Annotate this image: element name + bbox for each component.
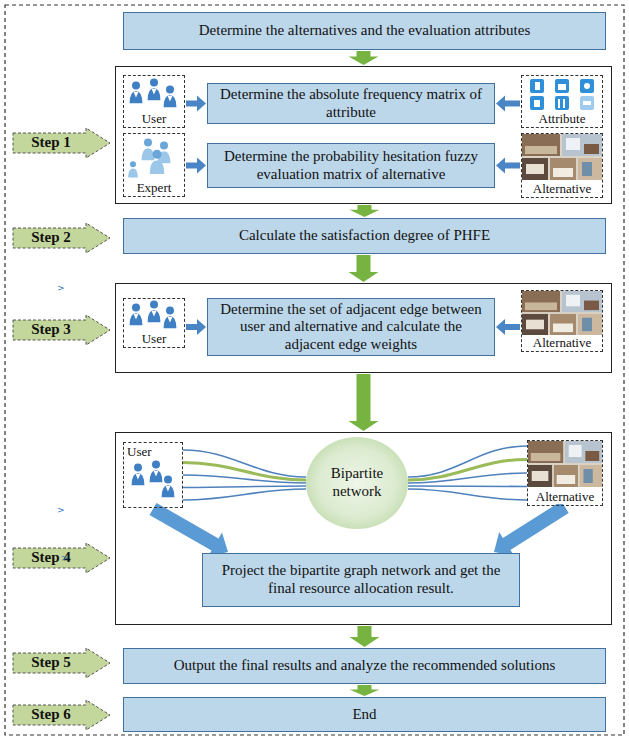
network-link xyxy=(183,463,306,481)
user-box: User xyxy=(123,298,185,348)
node-text: Alternative xyxy=(531,335,593,350)
node-text: Output the final results and analyze the… xyxy=(174,657,556,675)
node-text: Determine the probability hesitation fuz… xyxy=(216,148,486,183)
step-label: Step 6 xyxy=(12,699,112,731)
node-text: Alternative xyxy=(531,181,593,196)
alternative-box: Alternative xyxy=(521,133,603,198)
flow-arrow xyxy=(349,374,379,431)
step-text: Step 1 xyxy=(31,134,71,152)
user-box: User xyxy=(123,75,185,128)
process-box: End xyxy=(123,697,606,732)
network-link xyxy=(183,489,306,500)
flow-arrow xyxy=(349,51,379,65)
node-text: User xyxy=(142,111,167,126)
user-box: User xyxy=(123,442,183,508)
step-text: Step 3 xyxy=(31,321,71,339)
network-link xyxy=(183,475,306,483)
flow-arrow xyxy=(349,255,379,282)
step-text: Step 5 xyxy=(31,654,71,672)
process-box: Determine the probability hesitation fuz… xyxy=(207,143,495,188)
network-link xyxy=(183,486,306,488)
network-circle: Bipartite network xyxy=(305,436,409,530)
node-text: Bipartite network xyxy=(313,465,401,500)
node-text: Calculate the satisfaction degree of PHF… xyxy=(239,227,490,245)
node-text: User xyxy=(142,331,167,346)
marker-text: > xyxy=(57,505,65,515)
attribute-box: Attribute xyxy=(521,75,603,128)
node-text: Expert xyxy=(137,180,172,195)
step-panel: User Determine the absolute frequency mat… xyxy=(115,66,612,204)
block-arrow xyxy=(496,158,520,174)
flow-arrow xyxy=(350,626,380,647)
marker-text: > xyxy=(57,283,65,293)
block-arrow xyxy=(186,319,206,335)
node-text: Determine the alternatives and the evalu… xyxy=(199,22,531,40)
alternative-box: Alternative xyxy=(521,290,603,352)
process-box: Output the final results and analyze the… xyxy=(123,648,606,684)
flow-arrow xyxy=(350,205,380,217)
block-arrow xyxy=(496,96,520,112)
step-label: Step 2 xyxy=(12,222,112,254)
node-text: Attribute xyxy=(539,111,586,126)
step-panel: User Determine the set of adjacent edge b… xyxy=(115,283,612,373)
network-links xyxy=(183,450,306,500)
node-text: User xyxy=(127,444,152,459)
block-arrow xyxy=(186,158,206,174)
process-box: Determine the set of adjacent edge betwe… xyxy=(207,298,495,356)
block-arrow xyxy=(150,503,229,557)
flow-arrow xyxy=(350,685,380,696)
node-text: End xyxy=(352,706,376,724)
block-arrow xyxy=(496,319,520,335)
network-link xyxy=(408,473,527,483)
process-box: Determine the alternatives and the evalu… xyxy=(123,12,606,50)
process-box: Project the bipartite graph network and … xyxy=(202,553,520,607)
node-text: Determine the absolute frequency matrix … xyxy=(216,86,486,121)
node-text: Determine the set of adjacent edge betwe… xyxy=(216,301,486,354)
expert-box: Expert xyxy=(123,133,185,197)
network-link xyxy=(408,485,527,487)
node-text: Project the bipartite graph network and … xyxy=(211,562,511,597)
block-arrow xyxy=(494,501,569,556)
process-box: Calculate the satisfaction degree of PHF… xyxy=(123,218,606,254)
alternative-box: Alternative xyxy=(527,440,603,506)
block-arrow xyxy=(186,96,206,112)
step-label: Step 1 xyxy=(12,127,112,159)
network-link xyxy=(408,460,527,481)
step-label: Step 5 xyxy=(12,647,112,679)
step-label: Step 3 xyxy=(12,314,112,346)
step-text: Step 6 xyxy=(31,706,71,724)
step-panel: UserBipartite networkAlternativeProject … xyxy=(115,432,612,625)
network-links xyxy=(408,446,527,500)
network-link xyxy=(408,489,527,500)
marker-text: > xyxy=(61,553,69,563)
node-text: Alternative xyxy=(534,489,596,504)
process-box: Determine the absolute frequency matrix … xyxy=(207,83,495,124)
step-text: Step 2 xyxy=(31,229,71,247)
